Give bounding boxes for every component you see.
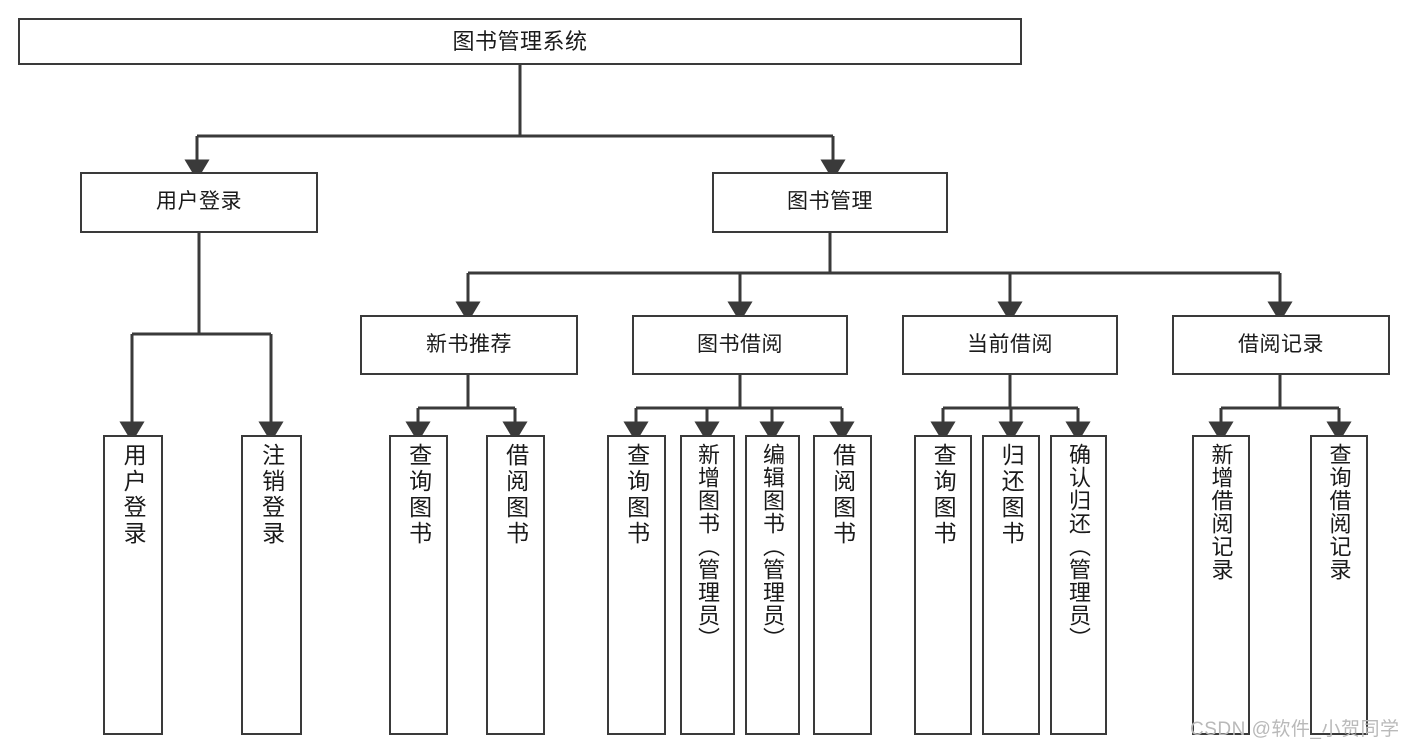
leaf-edit-book[interactable]: 编辑图书（管理员） bbox=[745, 435, 800, 735]
node-current-borrow-label: 当前借阅 bbox=[967, 332, 1053, 356]
leaf-add-book[interactable]: 新增图书（管理员） bbox=[680, 435, 735, 735]
leaf-confirm-return-label: 确认归还（管理员） bbox=[1066, 443, 1092, 650]
node-new-book-rec-label: 新书推荐 bbox=[426, 332, 512, 356]
node-book-manage[interactable]: 图书管理 bbox=[712, 172, 948, 233]
leaf-logout[interactable]: 注销登录 bbox=[241, 435, 302, 735]
leaf-query-book-1-label: 查询图书 bbox=[405, 443, 432, 547]
leaf-user-login-label: 用户登录 bbox=[120, 443, 147, 547]
node-user-login[interactable]: 用户登录 bbox=[80, 172, 318, 233]
leaf-edit-book-label: 编辑图书（管理员） bbox=[760, 443, 786, 650]
node-root[interactable]: 图书管理系统 bbox=[18, 18, 1022, 65]
leaf-query-book-2[interactable]: 查询图书 bbox=[607, 435, 666, 735]
leaf-add-record[interactable]: 新增借阅记录 bbox=[1192, 435, 1250, 735]
leaf-query-book-1[interactable]: 查询图书 bbox=[389, 435, 448, 735]
leaf-add-record-label: 新增借阅记录 bbox=[1208, 443, 1234, 581]
csdn-watermark: CSDN @软件_小贺同学 bbox=[1190, 719, 1400, 740]
leaf-query-record[interactable]: 查询借阅记录 bbox=[1310, 435, 1368, 735]
leaf-query-book-3[interactable]: 查询图书 bbox=[914, 435, 972, 735]
leaf-return-book[interactable]: 归还图书 bbox=[982, 435, 1040, 735]
node-borrow-record-label: 借阅记录 bbox=[1238, 332, 1324, 356]
leaf-return-book-label: 归还图书 bbox=[998, 443, 1025, 547]
leaf-query-record-label: 查询借阅记录 bbox=[1326, 443, 1352, 581]
leaf-borrow-book-2-label: 借阅图书 bbox=[829, 443, 856, 547]
node-book-manage-label: 图书管理 bbox=[787, 190, 873, 214]
node-new-book-rec[interactable]: 新书推荐 bbox=[360, 315, 578, 375]
node-borrow-record[interactable]: 借阅记录 bbox=[1172, 315, 1390, 375]
node-book-borrow[interactable]: 图书借阅 bbox=[632, 315, 848, 375]
leaf-borrow-book-1-label: 借阅图书 bbox=[502, 443, 529, 547]
leaf-user-login[interactable]: 用户登录 bbox=[103, 435, 163, 735]
leaf-add-book-label: 新增图书（管理员） bbox=[695, 443, 721, 650]
leaf-query-book-3-label: 查询图书 bbox=[930, 443, 957, 547]
leaf-borrow-book-2[interactable]: 借阅图书 bbox=[813, 435, 872, 735]
leaf-borrow-book-1[interactable]: 借阅图书 bbox=[486, 435, 545, 735]
node-current-borrow[interactable]: 当前借阅 bbox=[902, 315, 1118, 375]
node-root-label: 图书管理系统 bbox=[452, 28, 588, 54]
leaf-confirm-return[interactable]: 确认归还（管理员） bbox=[1050, 435, 1107, 735]
node-book-borrow-label: 图书借阅 bbox=[697, 332, 783, 356]
leaf-query-book-2-label: 查询图书 bbox=[623, 443, 650, 547]
leaf-logout-label: 注销登录 bbox=[258, 443, 285, 547]
node-user-login-label: 用户登录 bbox=[156, 190, 242, 214]
